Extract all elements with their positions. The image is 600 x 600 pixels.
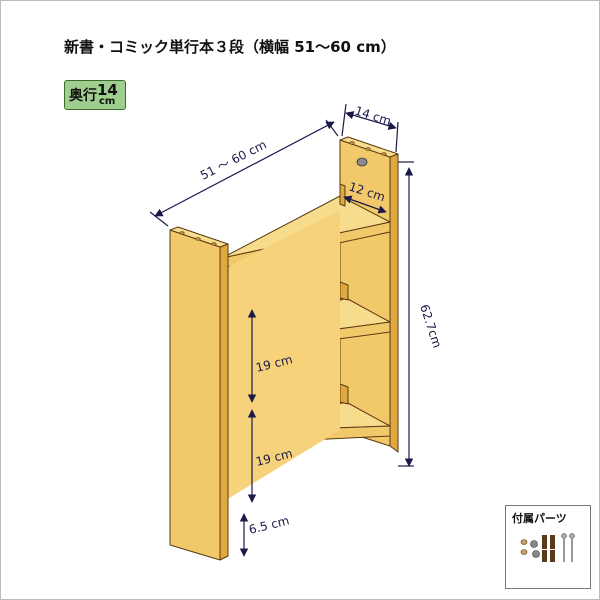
left-side-panel-top (169, 226, 229, 248)
depth-outer-ext-left (341, 103, 347, 137)
depth-badge-value: 14 (97, 81, 118, 99)
screw-hole (365, 147, 371, 151)
screw-hole (195, 237, 201, 241)
accessory-parts-label: 付属パーツ (512, 512, 567, 525)
depth-outer-ext-right (395, 121, 399, 153)
bolt-icon (561, 533, 575, 562)
base-label: 6.5 cm (247, 513, 290, 537)
depth-badge-label: 奥行 (69, 88, 97, 104)
depth-badge: 奥行 14 cm (64, 80, 126, 110)
middle-back-rail (339, 281, 349, 301)
depth-badge-unit: cm (99, 96, 116, 107)
width-ext-right (325, 119, 339, 137)
screw-hole (381, 152, 387, 156)
cam-lock-icon (530, 540, 540, 558)
accessory-parts-box: 付属パーツ (505, 505, 591, 589)
width-label: 51 ～ 60 cm (198, 137, 269, 182)
depth-shelf-dimension-line (343, 195, 387, 214)
depth-outer-label: 14 cm (353, 104, 393, 129)
height-label: 62.7cm (417, 303, 444, 350)
screw-hole (211, 242, 217, 246)
right-side-panel-edge (389, 153, 399, 453)
lower-back-rail (339, 383, 349, 405)
screw-hole (179, 231, 185, 235)
left-side-panel-edge (219, 243, 229, 561)
right-side-panel-top (339, 136, 399, 158)
page-title: 新書・コミック単行本３段（横幅 51～60 cm） (64, 38, 396, 56)
back-rail-top (339, 183, 346, 207)
wall-hanging-hole (356, 157, 368, 167)
width-ext-left (149, 211, 169, 227)
accessory-parts-icons (520, 533, 575, 562)
depth-outer-dimension-line (345, 111, 397, 130)
width-dimension-line (154, 121, 335, 217)
screw-hole (349, 141, 355, 145)
wood-dowel-icon (542, 535, 555, 562)
dowel-icon (520, 539, 528, 555)
left-side-panel-front (169, 229, 221, 561)
